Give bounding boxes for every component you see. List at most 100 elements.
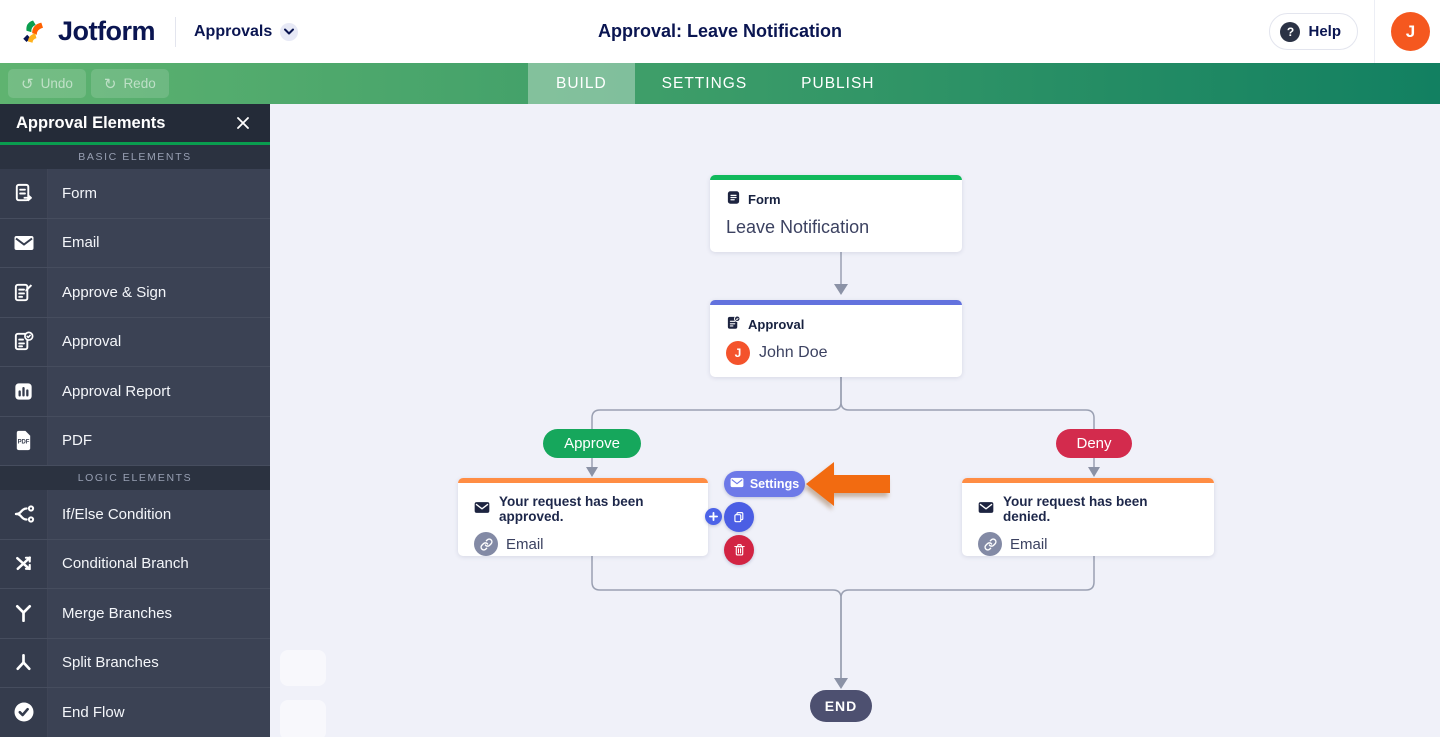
node-type-label: Approval	[748, 316, 805, 332]
end-node[interactable]: END	[810, 690, 872, 722]
node-accent-strip	[710, 300, 962, 305]
email-subject: Your request has been approved.	[499, 494, 644, 524]
sidebar-item-label: End Flow	[62, 703, 125, 721]
duplicate-button[interactable]	[724, 502, 754, 532]
app-header: Jotform Approvals Approval: Leave Notifi…	[0, 0, 1440, 63]
sidebar-item-split-branches[interactable]: Split Branches	[0, 638, 270, 688]
approval-elements-panel: Approval Elements BASIC ELEMENTS Form Em…	[0, 104, 270, 737]
sidebar-item-form[interactable]: Form	[0, 169, 270, 219]
undo-icon: ↺	[21, 74, 34, 93]
end-flow-icon	[0, 688, 48, 737]
sidebar-item-approval-report[interactable]: Approval Report	[0, 367, 270, 417]
sidebar-item-label: Form	[62, 184, 97, 202]
flow-connectors	[586, 252, 1100, 689]
sidebar-item-approval[interactable]: Approval	[0, 317, 270, 367]
sidebar-item-email[interactable]: Email	[0, 218, 270, 268]
email-node-icon	[474, 501, 490, 517]
pdf-icon: PDF	[0, 416, 48, 465]
undo-label: Undo	[40, 76, 73, 91]
sidebar-item-label: Split Branches	[62, 654, 159, 672]
email-subject: Your request has been denied.	[1003, 494, 1148, 524]
ifelse-condition-icon	[0, 490, 48, 539]
sidebar-item-conditional-branch[interactable]: Conditional Branch	[0, 539, 270, 589]
denied-email-node[interactable]: Your request has been denied. Email	[962, 478, 1214, 556]
chevron-down-icon	[280, 22, 299, 41]
panel-title: Approval Elements	[16, 113, 166, 132]
flow-canvas[interactable]: Form Leave Notification Approval J John …	[270, 104, 1440, 737]
report-icon	[0, 367, 48, 416]
panel-header: Approval Elements	[0, 104, 270, 142]
jotform-logo[interactable]: Jotform	[16, 13, 156, 51]
settings-label: Settings	[749, 477, 800, 491]
undo-button[interactable]: ↺ Undo	[8, 69, 86, 98]
node-accent-strip	[710, 175, 962, 180]
sidebar-item-pdf[interactable]: PDF PDF	[0, 416, 270, 466]
svg-text:PDF: PDF	[18, 440, 30, 446]
email-node-icon	[978, 501, 994, 517]
approve-branch-pill[interactable]: Approve	[543, 429, 641, 458]
form-node-title: Leave Notification	[726, 217, 870, 237]
node-accent-strip	[458, 478, 708, 483]
build-toolbar: ↺ Undo ↻ Redo BUILD SETTINGS PUBLISH	[0, 63, 1440, 104]
approval-node[interactable]: Approval J John Doe	[710, 300, 962, 377]
section-basic-elements: BASIC ELEMENTS	[0, 145, 270, 169]
tab-publish[interactable]: PUBLISH	[801, 74, 875, 92]
merge-branches-icon	[0, 589, 48, 638]
sidebar-item-label: Email	[62, 234, 100, 252]
sidebar-item-label: Conditional Branch	[62, 555, 189, 573]
form-node[interactable]: Form Leave Notification	[710, 175, 962, 252]
approve-sign-icon	[0, 268, 48, 317]
question-mark-icon: ?	[1280, 21, 1301, 42]
help-label: Help	[1308, 23, 1341, 40]
deny-branch-pill[interactable]: Deny	[1056, 429, 1132, 458]
approval-node-icon	[726, 315, 741, 333]
tab-build[interactable]: BUILD	[528, 63, 635, 104]
canvas-ghost-element	[280, 700, 326, 737]
canvas-ghost-element	[280, 650, 326, 686]
settings-email-icon	[730, 477, 744, 491]
help-button[interactable]: ? Help	[1269, 13, 1358, 50]
assignee-avatar: J	[726, 341, 750, 365]
form-node-icon	[726, 190, 741, 208]
jotform-logo-icon	[16, 13, 49, 51]
split-branches-icon	[0, 638, 48, 687]
sidebar-item-label: PDF	[62, 432, 92, 450]
tab-settings[interactable]: SETTINGS	[661, 74, 748, 92]
panel-accent-line	[0, 142, 270, 145]
sidebar-item-merge-branches[interactable]: Merge Branches	[0, 589, 270, 639]
conditional-branch-icon	[0, 539, 48, 588]
link-icon	[474, 532, 498, 556]
settings-button[interactable]: Settings	[724, 471, 805, 497]
redo-icon: ↻	[103, 74, 117, 93]
approved-email-node[interactable]: Your request has been approved. Email	[458, 478, 708, 556]
sidebar-item-label: Approve & Sign	[62, 283, 167, 301]
section-logic-elements: LOGIC ELEMENTS	[0, 466, 270, 490]
jotform-logo-word: Jotform	[58, 16, 156, 46]
product-switcher-label: Approvals	[194, 22, 273, 40]
email-icon	[0, 218, 48, 267]
close-icon[interactable]	[232, 112, 254, 134]
add-element-button[interactable]	[705, 508, 722, 525]
approval-icon	[0, 317, 48, 366]
sidebar-item-label: Approval Report	[62, 382, 171, 400]
redo-label: Redo	[123, 76, 156, 91]
node-type-label: Email	[1010, 535, 1048, 553]
sidebar-item-label: Approval	[62, 333, 122, 351]
sidebar-item-approve-sign[interactable]: Approve & Sign	[0, 268, 270, 318]
sidebar-item-label: If/Else Condition	[62, 505, 172, 523]
sidebar-item-ifelse-condition[interactable]: If/Else Condition	[0, 490, 270, 540]
sidebar-item-label: Merge Branches	[62, 604, 173, 622]
user-avatar[interactable]: J	[1391, 12, 1430, 51]
product-switcher[interactable]: Approvals	[194, 22, 299, 41]
delete-button[interactable]	[724, 535, 754, 565]
main-tabs: BUILD SETTINGS PUBLISH	[528, 63, 902, 104]
form-icon	[0, 169, 48, 218]
redo-button[interactable]: ↻ Redo	[90, 69, 169, 98]
node-type-label: Email	[506, 535, 544, 553]
node-accent-strip	[962, 478, 1214, 483]
sidebar-item-end-flow[interactable]: End Flow	[0, 688, 270, 737]
assignee-name: John Doe	[759, 344, 828, 361]
header-divider	[1374, 0, 1375, 63]
node-type-label: Form	[748, 191, 781, 207]
link-icon	[978, 532, 1002, 556]
